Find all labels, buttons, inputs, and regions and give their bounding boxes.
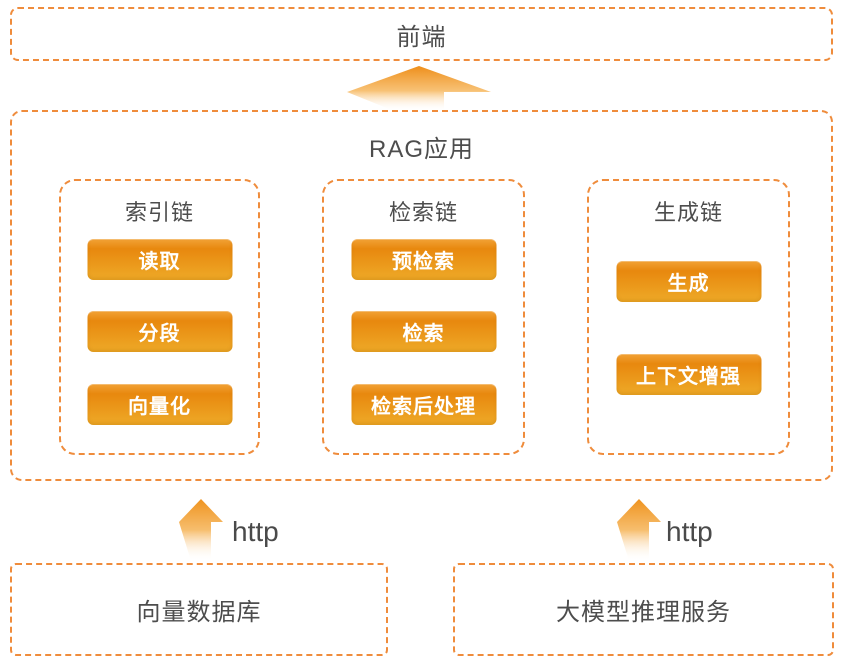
step-post-retrieval: 检索后处理 — [351, 384, 496, 425]
retrieval-chain-box: 检索链 预检索 检索 检索后处理 — [322, 179, 525, 455]
generation-chain-box: 生成链 生成 上下文增强 — [587, 179, 790, 455]
arrow-up-icon — [347, 66, 491, 111]
http-label-vector-db: http — [232, 516, 279, 547]
frontend-label: 前端 — [396, 23, 447, 51]
generation-chain-title: 生成链 — [653, 200, 723, 225]
llm-service-label: 大模型推理服务 — [556, 599, 731, 626]
step-vectorize: 向量化 — [87, 384, 232, 425]
index-chain-box: 索引链 读取 分段 向量化 — [59, 179, 260, 455]
rag-title: RAG应用 — [368, 136, 474, 163]
http-label-llm: http — [666, 516, 713, 547]
retrieval-chain-title: 检索链 — [388, 200, 458, 225]
step-segment: 分段 — [87, 311, 232, 352]
step-read: 读取 — [87, 239, 232, 280]
step-context-enhance: 上下文增强 — [616, 354, 761, 395]
step-retrieval: 检索 — [351, 311, 496, 352]
step-generate: 生成 — [616, 261, 761, 302]
llm-inference-service-box: 大模型推理服务 — [453, 563, 834, 656]
index-chain-title: 索引链 — [124, 200, 194, 225]
rag-application-box: RAG应用 索引链 读取 分段 向量化 检索链 预检索 检索 检索后处理 生成链… — [10, 110, 833, 481]
step-pre-retrieval: 预检索 — [351, 239, 496, 280]
vector-db-box: 向量数据库 — [10, 563, 388, 656]
arrow-up-icon — [617, 499, 661, 561]
arrow-up-icon — [179, 499, 223, 561]
frontend-box: 前端 — [10, 7, 833, 61]
vector-db-label: 向量数据库 — [136, 599, 262, 626]
